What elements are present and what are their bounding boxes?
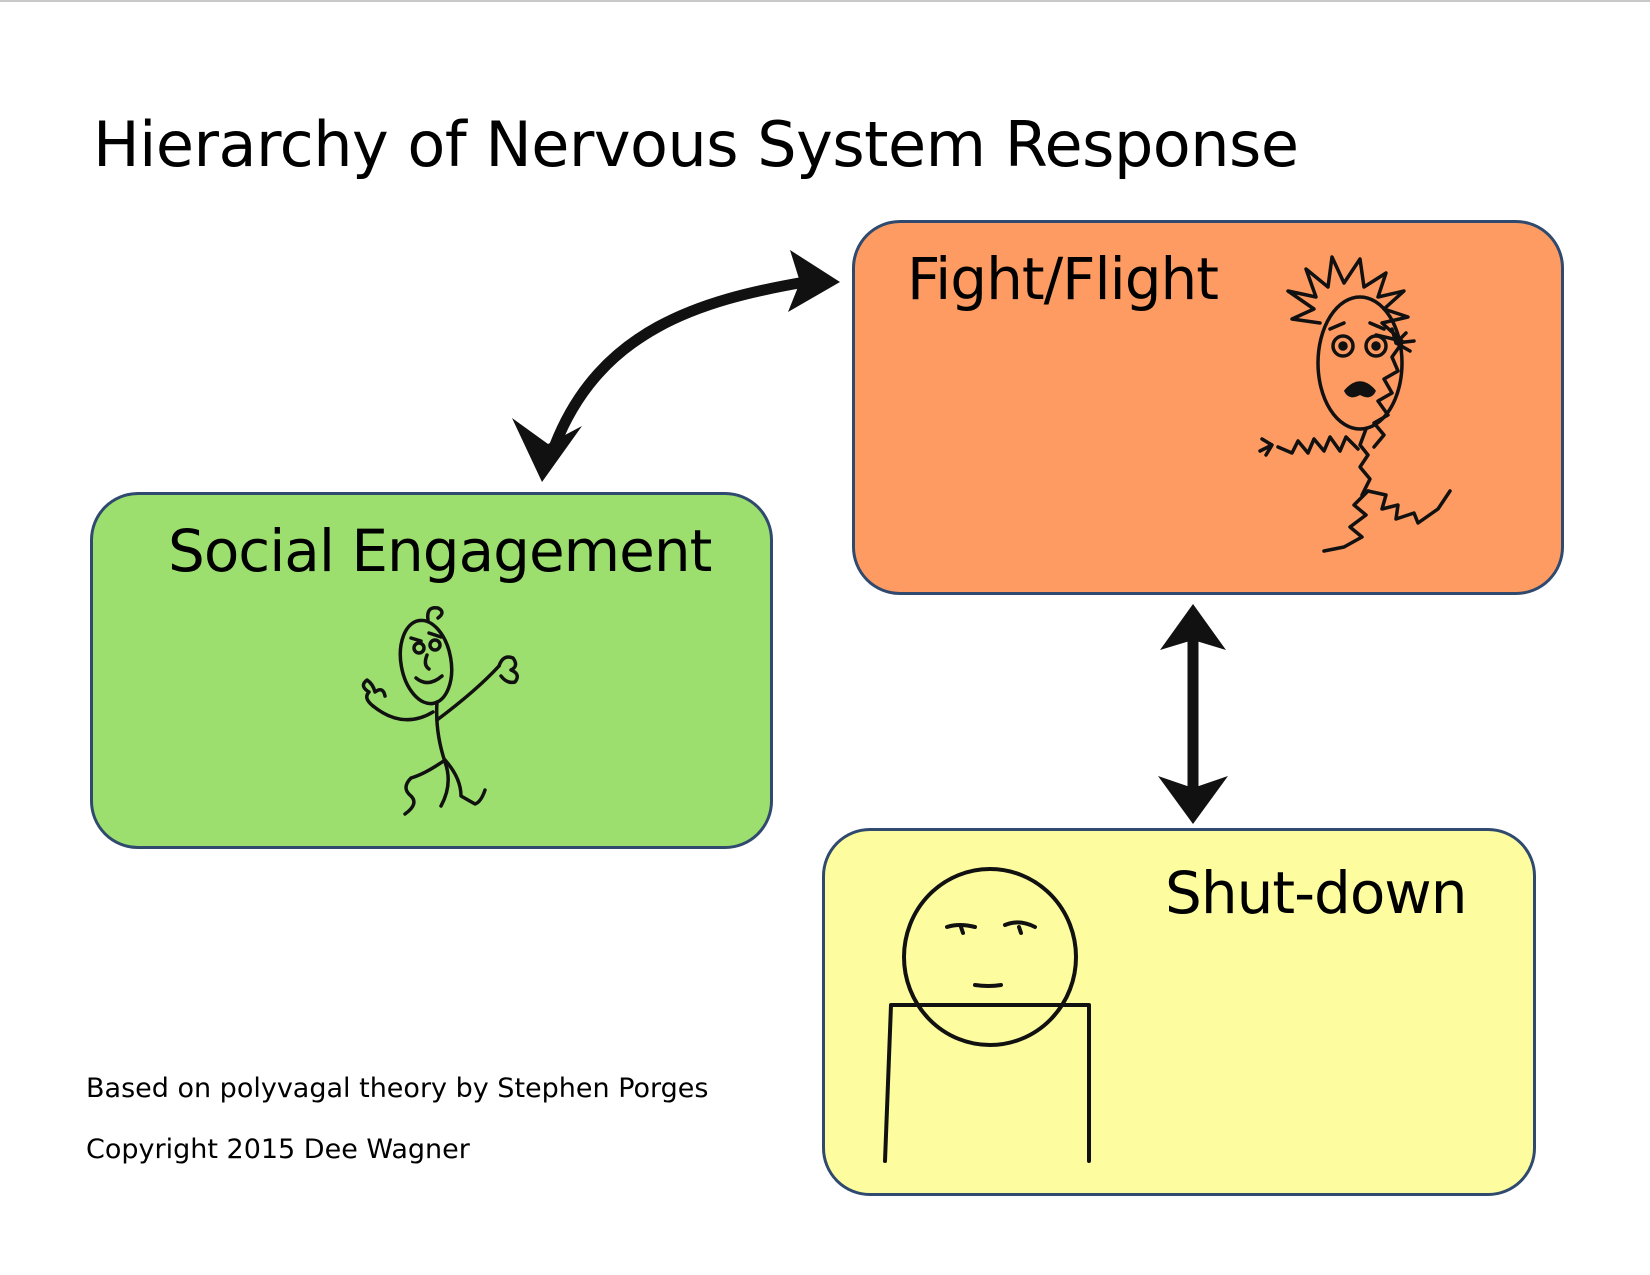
node-shut-down: Shut-down [822,828,1536,1196]
node-fight-flight: Fight/Flight [852,220,1564,595]
top-rule [0,0,1650,2]
credit-copyright: Copyright 2015 Dee Wagner [86,1134,470,1165]
credit-theory: Based on polyvagal theory by Stephen Por… [86,1073,709,1104]
arrowhead-toward-social [512,418,582,482]
arrowhead-toward-shut [1158,776,1228,824]
flat-faced-head-figure [883,867,1091,1163]
arrowhead-toward-fight [788,250,840,312]
node-social-engagement: Social Engagement [90,492,773,849]
node-label-shut: Shut-down [1165,859,1468,927]
page-title: Hierarchy of Nervous System Response [93,108,1299,181]
edge-fight-shut [1158,604,1228,824]
arrowhead-toward-fight-vertical [1160,604,1226,650]
relaxed-stick-figure [361,606,519,816]
node-label-social: Social Engagement [168,517,712,585]
node-label-fight: Fight/Flight [907,245,1219,313]
edge-social-fight [512,250,840,482]
panicked-stick-figure [1258,255,1452,553]
